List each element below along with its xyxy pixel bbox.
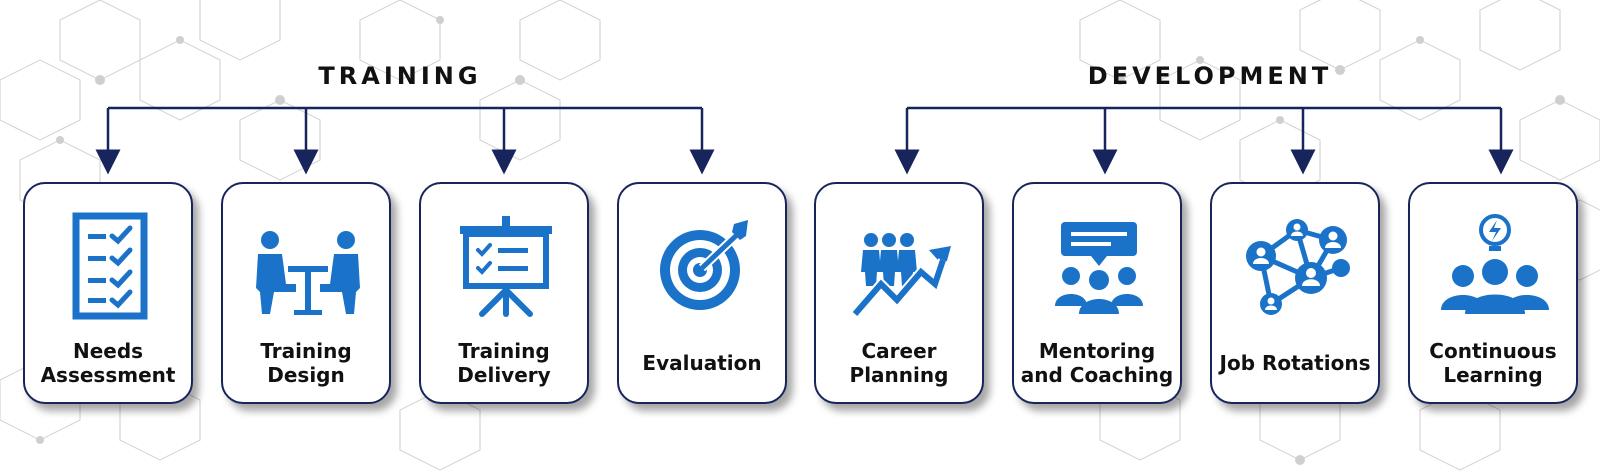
label-job-rotations: Job Rotations (1219, 351, 1371, 375)
label-mentoring-coaching: Mentoring and Coaching (1020, 339, 1174, 387)
career-growth-icon (851, 233, 951, 318)
card-mentoring-coaching: Mentoring and Coaching (1012, 182, 1182, 404)
card-needs-assessment: Needs Assessment (23, 182, 193, 404)
development-heading: DEVELOPMENT (1087, 62, 1333, 90)
card-career-planning: Career Planning (814, 182, 984, 404)
mentoring-group-icon (1055, 222, 1143, 314)
checklist-icon (72, 212, 148, 320)
label-training-design: Training Design (260, 339, 352, 387)
card-job-rotations: Job Rotations (1210, 182, 1380, 404)
card-evaluation: Evaluation (617, 182, 787, 404)
training-heading: TRAINING (318, 62, 482, 90)
label-evaluation: Evaluation (642, 351, 762, 375)
network-people-icon (1246, 219, 1350, 315)
target-arrow-icon (660, 220, 748, 310)
label-training-delivery: Training Delivery (457, 339, 551, 387)
label-needs-assessment: Needs Assessment (40, 339, 176, 387)
idea-team-icon (1441, 214, 1549, 314)
label-continuous-learning: Continuous Learning (1429, 339, 1557, 387)
label-career-planning: Career Planning (849, 339, 949, 387)
card-training-delivery: Training Delivery (419, 182, 589, 404)
presentation-board-icon (460, 216, 552, 317)
card-continuous-learning: Continuous Learning (1408, 182, 1578, 404)
meeting-table-icon (256, 231, 360, 315)
card-training-design: Training Design (221, 182, 391, 404)
